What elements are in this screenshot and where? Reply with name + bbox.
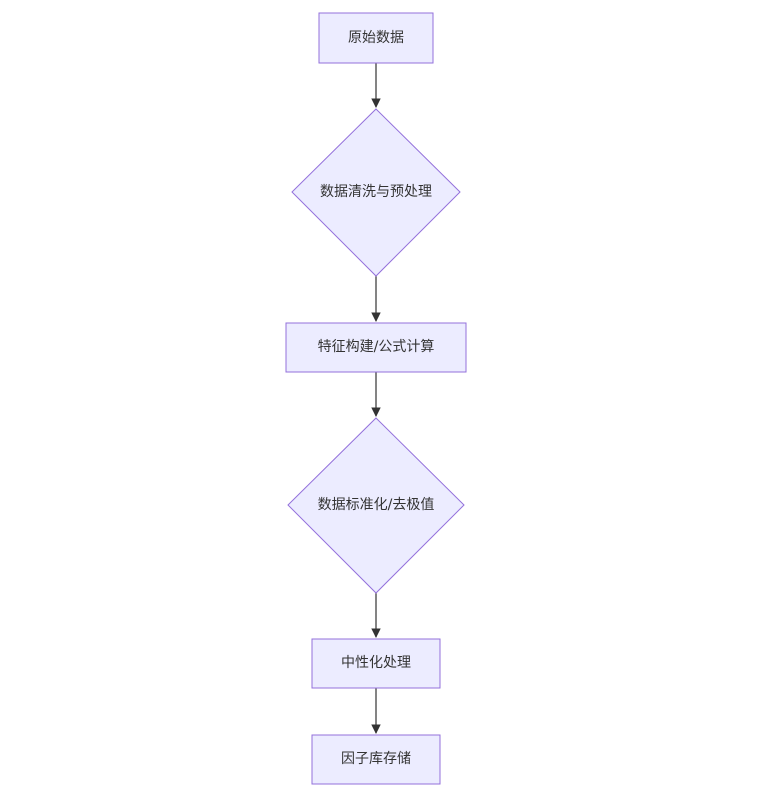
node-store: 因子库存储 xyxy=(311,734,441,785)
node-store-box xyxy=(311,734,441,785)
node-raw-data: 原始数据 xyxy=(318,12,434,64)
node-feature-label: 特征构建/公式计算 xyxy=(318,339,435,355)
node-feature-box xyxy=(285,322,467,373)
node-clean: 数据清洗与预处理 xyxy=(291,108,461,277)
node-raw-data-label: 原始数据 xyxy=(348,30,404,46)
node-neutralize: 中性化处理 xyxy=(311,638,441,689)
node-standardize: 数据标准化/去极值 xyxy=(287,417,465,594)
node-neutralize-label: 中性化处理 xyxy=(341,655,411,671)
node-clean-diamond xyxy=(291,108,461,277)
node-standardize-diamond xyxy=(287,417,465,594)
node-raw-data-box xyxy=(318,12,434,64)
node-clean-label: 数据清洗与预处理 xyxy=(320,184,432,200)
node-store-label: 因子库存储 xyxy=(341,751,411,767)
node-standardize-label: 数据标准化/去极值 xyxy=(318,497,435,513)
node-feature: 特征构建/公式计算 xyxy=(285,322,467,373)
node-neutralize-box xyxy=(311,638,441,689)
